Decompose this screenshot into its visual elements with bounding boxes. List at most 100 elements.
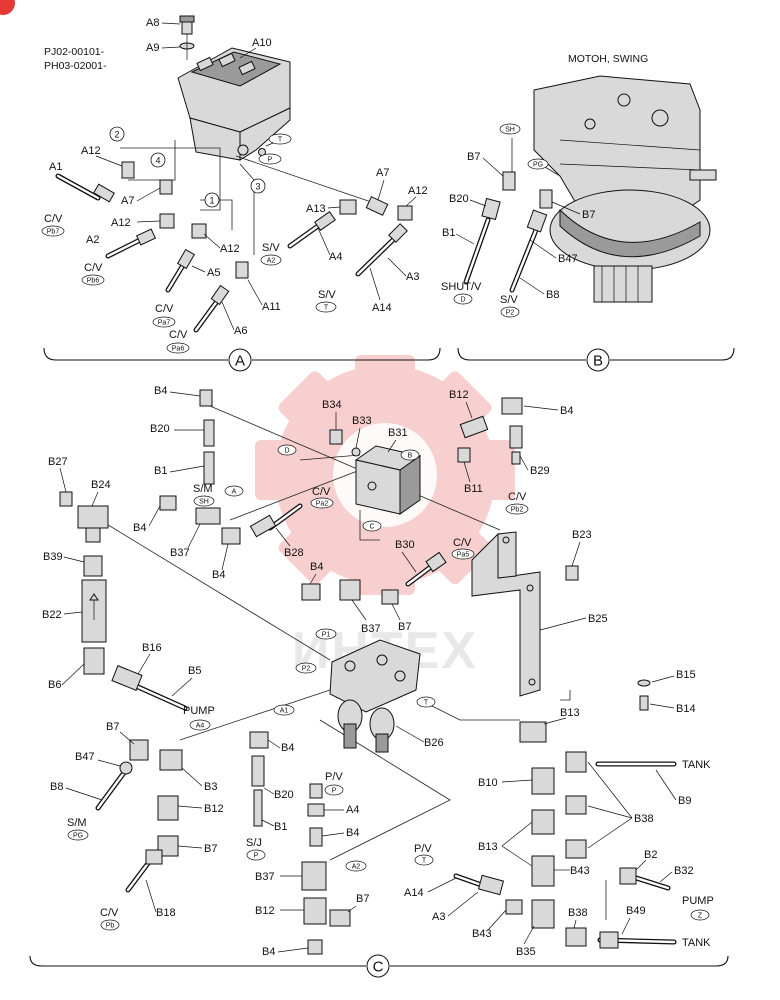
label-b13-c2: B13 [478, 841, 498, 853]
tag-t-valve: T [278, 137, 283, 144]
tag-t-pv: T [422, 858, 427, 865]
label-b4-c1: B4 [154, 385, 167, 397]
section-a-port-tags: Pb7 Pb6 Pa7 Pa6 A2 T T P 2 4 1 3 [41, 126, 337, 354]
label-a6: A6 [234, 325, 247, 337]
label-b23: B23 [572, 529, 592, 541]
tag-pb: Pb [106, 923, 115, 930]
label-b1-c2: B1 [274, 821, 287, 833]
circle-num-3: 3 [255, 182, 260, 192]
tag-d-b: D [460, 297, 465, 304]
label-a2: A2 [86, 234, 99, 246]
tag-t-c: T [424, 700, 429, 707]
section-a-drawing [55, 15, 413, 333]
word-cv-pb6: C/V [84, 262, 103, 274]
label-b28: B28 [284, 547, 304, 559]
tag-d-c: D [284, 448, 289, 455]
word-sv-p2: S/V [500, 294, 518, 306]
label-b1-c: B1 [154, 465, 167, 477]
tag-a2-top: A2 [267, 258, 276, 265]
label-b4-c3: B4 [212, 569, 225, 581]
word-shutv: SHUT/V [441, 281, 482, 293]
motor-title: MOTOH, SWING [568, 53, 648, 65]
label-b20-c2: B20 [274, 789, 294, 801]
label-a1: A1 [49, 161, 62, 173]
label-b7-c4: B7 [356, 893, 369, 905]
label-a5: A5 [207, 267, 220, 279]
label-a13: A13 [306, 203, 326, 215]
tag-pa5: Pa5 [457, 552, 470, 559]
section-b-labels: B7 B20 B7 B1 B47 B8 SHUT/V S/V SH PG D P… [441, 123, 595, 318]
word-cv-pa5: C/V [453, 537, 472, 549]
label-b9: B9 [678, 795, 691, 807]
label-b32: B32 [674, 865, 694, 877]
word-sv-a2: S/V [262, 242, 280, 254]
tag-pa2: Pa2 [316, 501, 329, 508]
label-b12-c2: B12 [204, 803, 224, 815]
swing-motor [533, 75, 717, 303]
section-bracket-c: C [29, 954, 729, 978]
label-a10: A10 [252, 37, 272, 49]
label-b4-c4: B4 [560, 405, 573, 417]
label-b37-c1: B37 [170, 547, 190, 559]
word-cv-pb2: C/V [508, 491, 527, 503]
word-pv-t: P/V [414, 843, 432, 855]
label-b16: B16 [142, 642, 162, 654]
label-a3: A3 [406, 271, 419, 283]
tag-a4: A4 [196, 723, 205, 730]
label-b5: B5 [188, 665, 201, 677]
label-a4: A4 [329, 251, 342, 263]
label-b7-b2: B7 [582, 209, 595, 221]
label-b6: B6 [48, 679, 61, 691]
section-c-labels: B4 B20 B1 S/M SH B27 B24 B4 B39 B22 B6 B… [42, 385, 714, 958]
label-b37-c2: B37 [361, 623, 381, 635]
label-b27: B27 [48, 456, 68, 468]
tag-sh-c: SH [199, 499, 209, 506]
label-b18: B18 [156, 907, 176, 919]
block-b31 [354, 445, 422, 515]
label-b20-b: B20 [449, 193, 469, 205]
label-a4-c: A4 [346, 804, 359, 816]
word-pump-a4: PUMP [183, 705, 215, 717]
label-b11: B11 [464, 483, 483, 495]
valve-assembly-b26 [329, 639, 421, 753]
section-c-drawing [59, 389, 677, 955]
section-a-marker: A [235, 353, 245, 370]
label-b49: B49 [626, 905, 646, 917]
tag-c-c: C [369, 524, 374, 531]
label-b1-b: B1 [442, 227, 455, 239]
word-sv-t: S/V [318, 289, 336, 301]
label-b26: B26 [424, 737, 444, 749]
label-b4-c2: B4 [133, 522, 146, 534]
label-b33: B33 [352, 415, 372, 427]
label-b25: B25 [588, 613, 608, 625]
word-sm-sh: S/M [193, 483, 213, 495]
label-a7-2: A7 [376, 167, 389, 179]
label-b24: B24 [91, 479, 111, 491]
word-tank-1: TANK [682, 759, 711, 771]
label-b4-c7: B4 [346, 827, 359, 839]
label-a14: A14 [372, 302, 392, 314]
serial-line-2: PH03-02001- [44, 60, 107, 72]
corner-badge [0, 0, 15, 15]
tag-b-c: B [408, 453, 413, 460]
tag-t-top: T [324, 305, 329, 312]
word-pump-z: PUMP [682, 895, 714, 907]
label-a14-c: A14 [404, 887, 424, 899]
tag-pa7: Pa7 [158, 320, 171, 327]
section-a-labels: A8 A9 A10 A12 A1 A7 A12 A2 A12 A5 A11 A6… [44, 17, 428, 341]
label-b7-c2: B7 [106, 721, 119, 733]
serial-line-1: PJ02-00101- [44, 46, 105, 58]
label-a11: A11 [262, 301, 281, 313]
word-sj: S/J [246, 837, 262, 849]
label-b22: B22 [42, 609, 62, 621]
tag-pa6: Pa6 [172, 346, 185, 353]
section-b-marker: B [593, 353, 603, 370]
tag-p-valve: P [268, 157, 273, 164]
label-b7-c1: B7 [398, 621, 411, 633]
word-cv-pb: C/V [100, 907, 119, 919]
word-cv-pa6: C/V [169, 329, 188, 341]
label-b7-c3: B7 [204, 843, 217, 855]
word-sm-pg: S/M [67, 817, 87, 829]
label-b31: B31 [388, 427, 408, 439]
